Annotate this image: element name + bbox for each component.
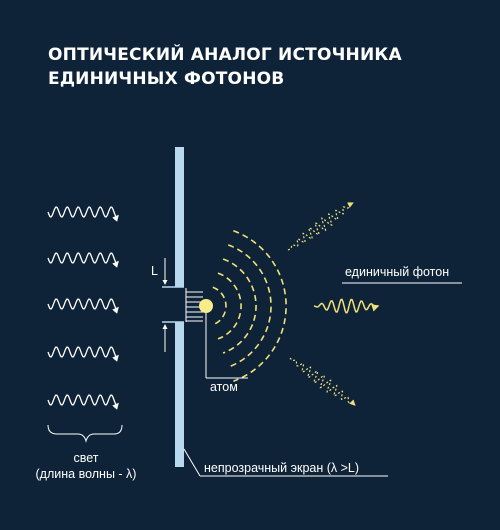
atom-label: атом — [210, 380, 238, 394]
aperture-lines — [185, 288, 203, 322]
single-photon-label: единичный фотон — [345, 265, 449, 279]
photon-lower-dim — [289, 357, 356, 406]
emission-arc-4 — [227, 244, 272, 368]
light-brace — [47, 424, 123, 443]
incoming-wave-1 — [47, 206, 119, 222]
emitted-photons — [287, 202, 380, 406]
wavelength-label: (длина волны - λ) — [36, 467, 137, 481]
opaque-screen-upper — [175, 147, 184, 287]
screen-leader — [183, 448, 201, 477]
incoming-wave-5 — [47, 394, 119, 410]
incoming-wave-4 — [47, 346, 119, 362]
distance-label: L — [151, 264, 158, 278]
photon-upper-dim — [287, 202, 354, 251]
emission-arc-1 — [212, 286, 227, 326]
incoming-light-waves — [47, 206, 119, 410]
incoming-wave-3 — [47, 298, 119, 314]
screen-label: непрозрачный экран (λ >L) — [204, 461, 359, 475]
incoming-wave-2 — [47, 252, 119, 268]
light-label: свет — [73, 451, 98, 465]
title-line-2: ЕДИНИЧНЫХ ФОТОНОВ — [48, 69, 284, 89]
emission-arcs — [212, 230, 287, 382]
emission-arc-2 — [217, 272, 242, 340]
atom — [199, 299, 213, 313]
opaque-screen-lower — [175, 322, 184, 467]
emission-arc-3 — [222, 258, 257, 354]
title-line-1: ОПТИЧЕСКИЙ АНАЛОГ ИСТОЧНИКА — [48, 43, 403, 65]
photon-center — [313, 298, 380, 314]
